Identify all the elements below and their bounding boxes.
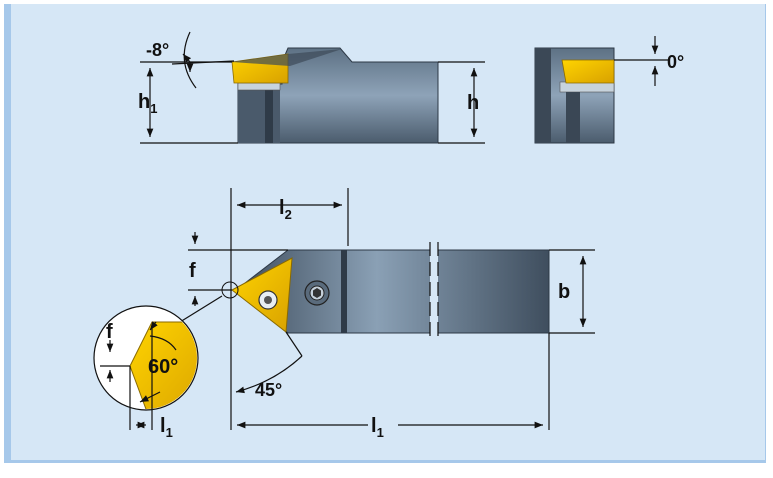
top-view-holder bbox=[221, 242, 550, 341]
l2-label-main: l bbox=[279, 197, 285, 219]
h-label: h bbox=[467, 92, 479, 114]
detail-l1-main: l bbox=[160, 415, 166, 437]
detail-angle-label: 60° bbox=[148, 356, 178, 378]
f-label-top: f bbox=[189, 260, 196, 282]
l1-label-main: l bbox=[371, 415, 377, 437]
angle-label-bottom: 45° bbox=[255, 380, 282, 400]
l1-label-sub: 1 bbox=[377, 425, 384, 440]
shim-left bbox=[237, 82, 281, 91]
insert-end-view bbox=[561, 59, 615, 84]
detail-l1-sub: 1 bbox=[166, 425, 173, 440]
angle-label-side: 0° bbox=[667, 52, 684, 72]
shank-groove-left bbox=[265, 90, 273, 143]
h1-label-main: h bbox=[138, 91, 150, 113]
dimensions-right-view bbox=[614, 36, 668, 86]
h1-label: h1 bbox=[138, 91, 157, 116]
detail-l1-label: l1 bbox=[160, 415, 173, 440]
l1-label: l1 bbox=[371, 415, 384, 440]
l2-label: l2 bbox=[279, 197, 292, 222]
l2-label-sub: 2 bbox=[285, 207, 292, 222]
angle-label-top: -8° bbox=[146, 40, 169, 60]
h1-label-sub: 1 bbox=[150, 101, 157, 116]
side-view-left bbox=[231, 47, 439, 144]
detail-f-label: f bbox=[106, 321, 113, 343]
break-gap bbox=[430, 242, 438, 341]
shim-right bbox=[559, 81, 615, 93]
dimensions-left-view bbox=[140, 31, 485, 144]
shank-dark-left bbox=[238, 86, 280, 143]
b-label: b bbox=[558, 281, 570, 303]
end-view-right bbox=[534, 47, 615, 144]
